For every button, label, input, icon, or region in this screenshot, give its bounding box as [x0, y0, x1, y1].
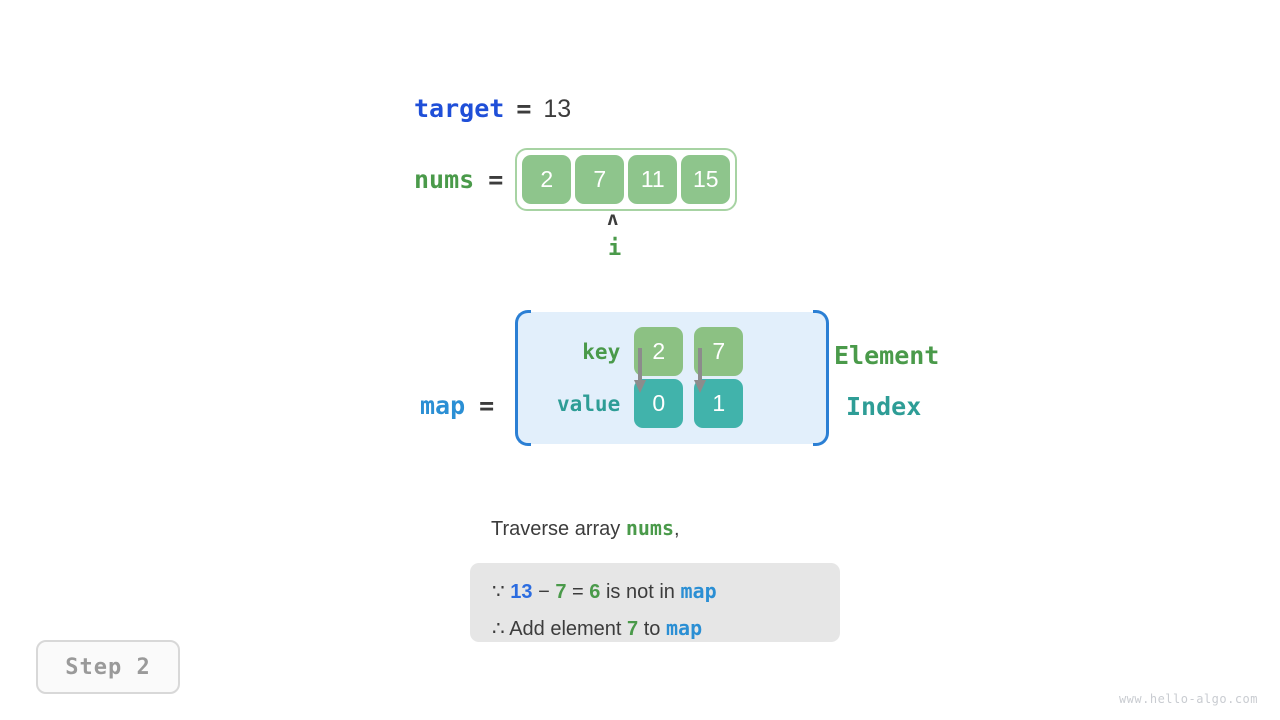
nums-equals-sign: = — [488, 165, 504, 194]
caption-keyword-nums: nums — [625, 516, 675, 540]
explanation-complement-value: 6 — [589, 581, 601, 603]
caption-text: Traverse array nums, — [491, 516, 680, 541]
map-value-row-label: value — [557, 391, 621, 416]
index-pointer-label: i — [608, 236, 622, 261]
because-symbol-icon: ∵ — [492, 581, 505, 603]
target-variable-label: target — [414, 94, 505, 123]
explanation-line1-text: is not in — [605, 581, 675, 603]
explanation-equals-sign: = — [572, 581, 584, 603]
nums-cell-1: 7 — [575, 155, 625, 204]
map-key-cell-1: 7 — [694, 327, 744, 376]
map-row: map = key 2 7 value 0 1 — [420, 310, 830, 446]
map-key-cell-0: 2 — [634, 327, 684, 376]
nums-variable-label: nums — [414, 165, 475, 194]
explanation-line-1: ∵ 13 − 7 = 6 is not in map — [492, 573, 818, 610]
map-container: key 2 7 value 0 1 — [515, 310, 830, 446]
nums-cell-3: 15 — [681, 155, 731, 204]
key-to-value-arrow-0-icon — [633, 348, 647, 394]
legend-element-label: Element — [834, 341, 940, 370]
map-equals-sign: = — [479, 390, 495, 420]
explanation-line2-text-before: Add element — [509, 618, 622, 640]
index-pointer-caret-icon: ʌ — [607, 208, 619, 230]
target-row: target = 13 — [414, 94, 571, 124]
target-value: 13 — [543, 95, 572, 123]
nums-cell-0: 2 — [522, 155, 572, 204]
target-equals-sign: = — [516, 94, 532, 123]
nums-row: nums = 2 7 11 15 — [414, 148, 738, 211]
caption-prefix: Traverse array — [491, 518, 626, 540]
explanation-line1-map: map — [680, 579, 717, 603]
map-key-row-label: key — [582, 339, 621, 364]
map-right-bracket-icon — [813, 310, 830, 446]
explanation-minus-sign: − — [538, 581, 550, 603]
key-to-value-arrow-1-icon — [693, 348, 707, 394]
legend-index-label: Index — [846, 392, 922, 421]
caption-suffix: , — [674, 518, 680, 540]
explanation-box: ∵ 13 − 7 = 6 is not in map ∴ Add element… — [470, 563, 840, 642]
explanation-line2-map: map — [665, 616, 703, 640]
nums-array-container: 2 7 11 15 — [515, 148, 738, 211]
map-variable-label: map — [420, 390, 466, 420]
watermark: www.hello-algo.com — [1118, 692, 1258, 706]
map-left-bracket-icon — [515, 310, 532, 446]
therefore-symbol-icon: ∴ — [492, 618, 505, 640]
nums-cell-2: 11 — [628, 155, 678, 204]
map-value-cell-1: 1 — [694, 379, 744, 428]
explanation-target-value: 13 — [510, 581, 533, 603]
explanation-line2-text-middle: to — [643, 618, 661, 640]
explanation-added-element: 7 — [627, 618, 639, 640]
explanation-line-2: ∴ Add element 7 to map — [492, 610, 818, 647]
map-key-row: key 2 7 — [524, 327, 744, 376]
step-badge: Step 2 — [36, 640, 180, 694]
explanation-current-element: 7 — [555, 581, 567, 603]
